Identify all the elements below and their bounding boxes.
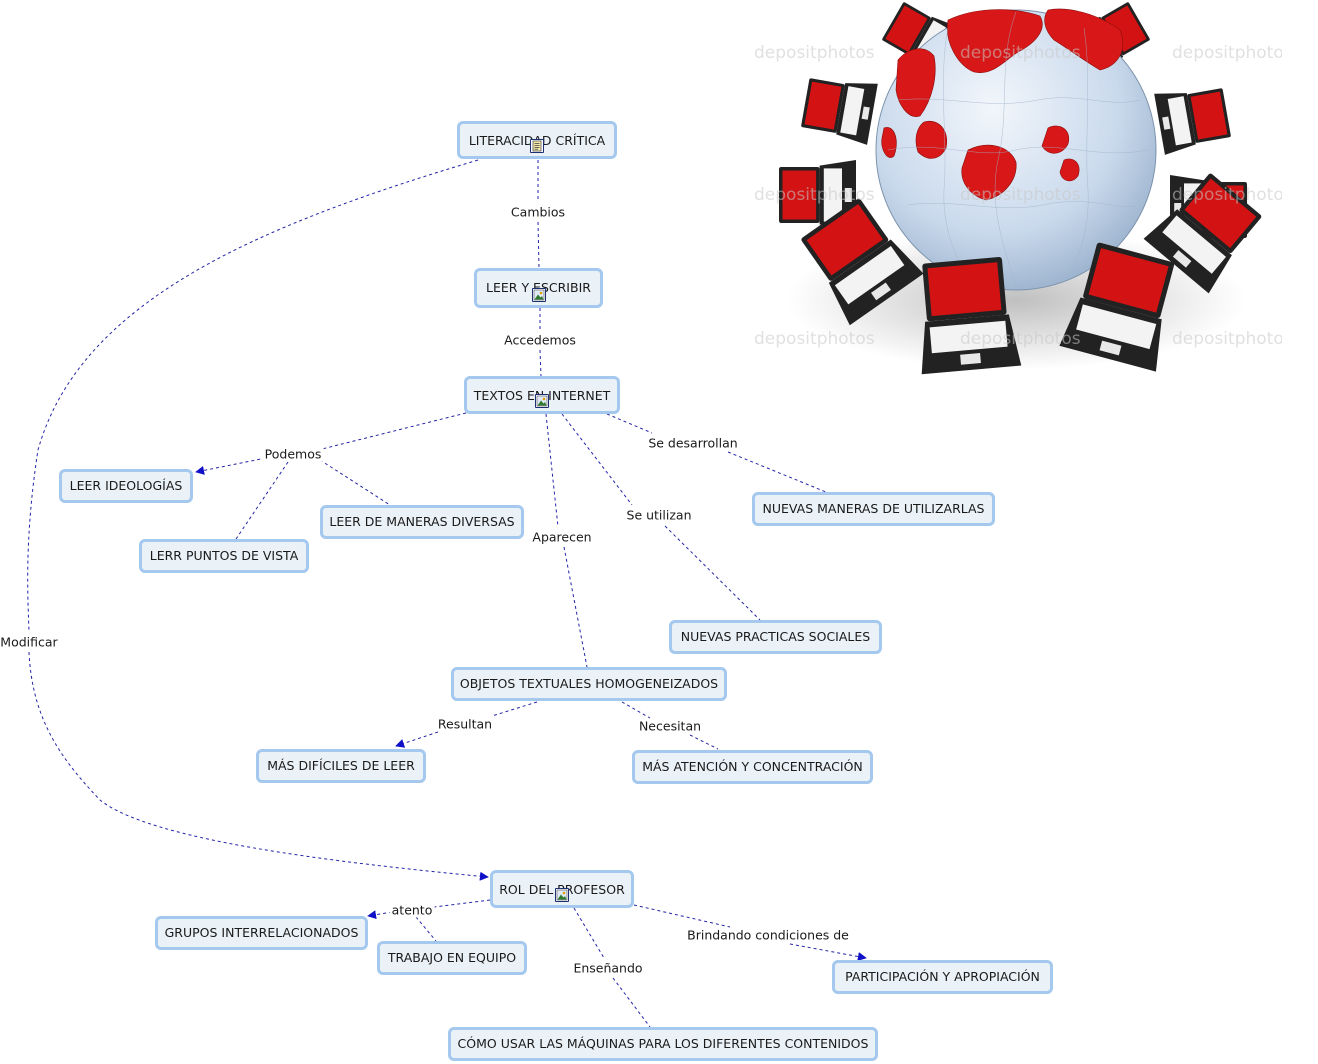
concept-como-usar-las-maquinas[interactable]: CÓMO USAR LAS MÁQUINAS PARA LOS DIFERENT… xyxy=(448,1027,878,1061)
concept-label: MÁS ATENCIÓN Y CONCENTRACIÓN xyxy=(642,759,863,774)
concept-grupos-interrelacionados[interactable]: GRUPOS INTERRELACIONADOS xyxy=(155,916,368,950)
dashed-connector xyxy=(545,413,559,528)
dashed-connector xyxy=(727,451,827,493)
concept-participacion-y-apropiacion[interactable]: PARTICIPACIÓN Y APROPIACIÓN xyxy=(832,960,1053,994)
watermark-text: depositphotos xyxy=(960,185,1081,205)
linking-phrase-resultan[interactable]: Resultan xyxy=(435,716,495,732)
concept-label: CÓMO USAR LAS MÁQUINAS PARA LOS DIFERENT… xyxy=(457,1036,869,1051)
dashed-connector xyxy=(561,413,633,506)
watermark-text: depositphotos xyxy=(960,43,1081,63)
concept-label: MÁS DIFÍCILES DE LEER xyxy=(267,758,415,773)
concept-label: LEER Y ESCRIBIR xyxy=(486,280,591,295)
arrow-connector xyxy=(195,457,267,475)
concept-label: NUEVAS PRACTICAS SOCIALES xyxy=(680,629,871,644)
arrow-connector xyxy=(395,731,439,748)
dashed-connector xyxy=(689,734,719,750)
concept-label: OBJETOS TEXTUALES HOMOGENEIZADOS xyxy=(459,676,719,691)
dashed-connector xyxy=(563,546,588,668)
linking-phrase-necesitan[interactable]: Necesitan xyxy=(636,718,704,734)
watermark-text: depositphotos xyxy=(1172,43,1282,63)
globe-with-laptops-image: depositphotos depositphotos depositphoto… xyxy=(754,2,1282,375)
dashed-connector xyxy=(633,904,731,928)
concept-nuevas-maneras-de-utilizarlas[interactable]: NUEVAS MANERAS DE UTILIZARLAS xyxy=(752,492,995,526)
dashed-connector xyxy=(321,412,467,450)
concept-label: LERR PUNTOS DE VISTA xyxy=(149,548,299,563)
concept-leer-de-maneras-diversas[interactable]: LEER DE MANERAS DIVERSAS xyxy=(320,505,524,539)
laptop-icon xyxy=(921,257,1022,375)
laptop-icon xyxy=(1143,173,1262,294)
image-icon[interactable] xyxy=(531,288,546,302)
concept-trabajo-en-equipo[interactable]: TRABAJO EN EQUIPO xyxy=(377,941,527,975)
laptop-icon xyxy=(801,198,924,326)
image-icon[interactable] xyxy=(535,394,549,408)
concept-mas-dificiles-de-leer[interactable]: MÁS DIFÍCILES DE LEER xyxy=(256,749,426,783)
concept-label: GRUPOS INTERRELACIONADOS xyxy=(164,925,359,940)
dashed-connector xyxy=(319,459,391,506)
concept-lerr-puntos-de-vista[interactable]: LERR PUNTOS DE VISTA xyxy=(139,539,309,573)
concept-objetos-textuales-homogeneizados[interactable]: OBJETOS TEXTUALES HOMOGENEIZADOS xyxy=(451,667,727,701)
concept-literacidad-critica[interactable]: LITERACIDAD CRÍTICA xyxy=(457,121,617,159)
concept-label: LEER DE MANERAS DIVERSAS xyxy=(329,514,515,529)
linking-phrase-aparecen[interactable]: Aparecen xyxy=(530,529,594,545)
watermark-text: depositphotos xyxy=(754,43,875,63)
dashed-connector xyxy=(612,977,651,1028)
linking-phrase-accedemos[interactable]: Accedemos xyxy=(502,332,578,348)
dashed-connector xyxy=(537,221,540,269)
watermark-text: depositphotos xyxy=(1172,185,1282,205)
concept-nuevas-practicas-sociales[interactable]: NUEVAS PRACTICAS SOCIALES xyxy=(669,620,882,654)
linking-phrase-cambios[interactable]: Cambios xyxy=(508,204,568,220)
dashed-connector xyxy=(491,701,538,717)
concept-leer-y-escribir[interactable]: LEER Y ESCRIBIR xyxy=(474,268,603,308)
linking-phrase-se-utilizan[interactable]: Se utilizan xyxy=(624,507,694,523)
linking-phrase-se-desarrollan[interactable]: Se desarrollan xyxy=(646,435,740,451)
linking-phrase-modificar[interactable]: Modificar xyxy=(0,634,60,650)
dashed-connector xyxy=(621,701,651,719)
laptop-icon xyxy=(1059,242,1175,372)
image-icon[interactable] xyxy=(555,888,569,902)
laptop-icon xyxy=(1154,88,1231,155)
dashed-connector xyxy=(235,461,289,540)
arrow-connector xyxy=(367,910,393,920)
dashed-connector xyxy=(539,349,542,377)
watermark-text: depositphotos xyxy=(1172,329,1282,349)
linking-phrase-ensenando[interactable]: Enseñando xyxy=(571,960,645,976)
dashed-connector xyxy=(415,916,437,942)
watermark-text: depositphotos xyxy=(754,185,875,205)
concept-mas-atencion-y-concentracion[interactable]: MÁS ATENCIÓN Y CONCENTRACIÓN xyxy=(632,750,873,784)
dashed-connector xyxy=(664,525,761,621)
dashed-connector xyxy=(27,159,479,633)
dashed-connector xyxy=(573,907,605,959)
arrow-connector xyxy=(789,943,867,961)
dashed-connector xyxy=(433,899,491,908)
linking-phrase-podemos[interactable]: Podemos xyxy=(262,446,324,462)
watermark-text: depositphotos xyxy=(754,329,875,349)
concept-textos-en-internet[interactable]: TEXTOS EN INTERNET xyxy=(464,376,620,414)
dashed-connector xyxy=(606,413,653,434)
linking-phrase-brindando[interactable]: Brindando condiciones de xyxy=(685,927,851,943)
concept-rol-del-profesor[interactable]: ROL DEL PROFESOR xyxy=(490,870,634,908)
concept-label: LEER IDEOLOGÍAS xyxy=(69,478,183,493)
document-icon[interactable] xyxy=(530,139,544,153)
laptop-icon xyxy=(779,160,856,230)
linking-phrase-atento[interactable]: atento xyxy=(389,902,435,918)
concept-label: TRABAJO EN EQUIPO xyxy=(387,950,517,965)
concept-label: PARTICIPACIÓN Y APROPIACIÓN xyxy=(845,969,1040,984)
concept-leer-ideologias[interactable]: LEER IDEOLOGÍAS xyxy=(59,469,193,503)
arrow-connector xyxy=(28,651,489,881)
laptop-icon xyxy=(801,78,878,145)
concept-label: NUEVAS MANERAS DE UTILIZARLAS xyxy=(762,501,985,516)
watermark-text: depositphotos xyxy=(960,329,1081,349)
